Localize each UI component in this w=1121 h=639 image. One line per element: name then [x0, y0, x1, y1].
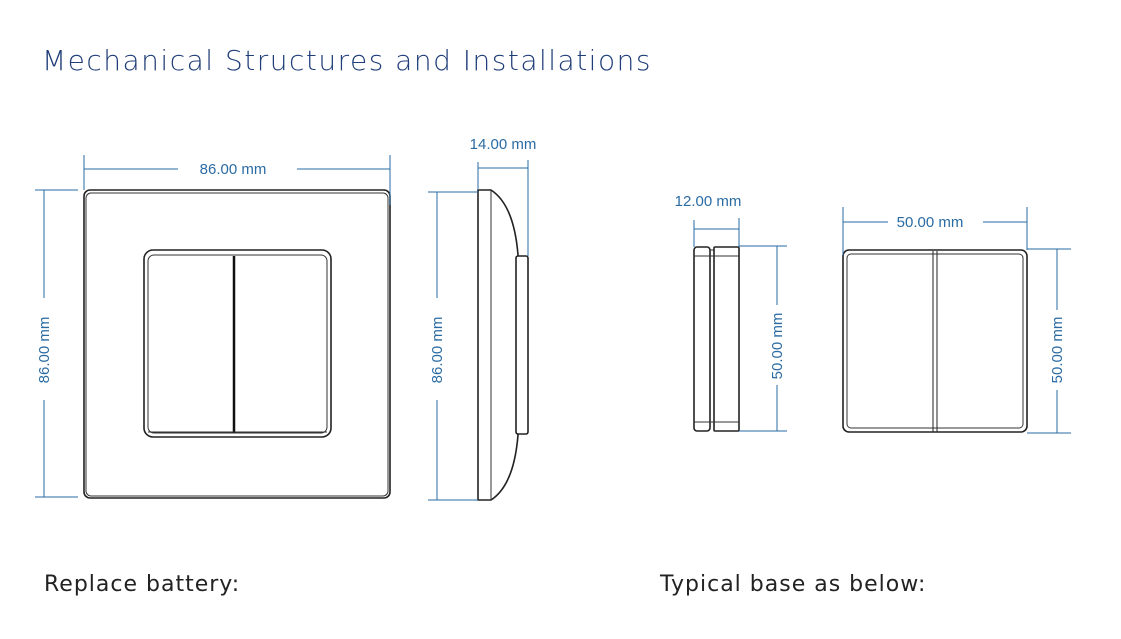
panel-side-height-label: 86.00 mm — [429, 317, 446, 384]
panel-depth-label: 14.00 mm — [470, 136, 537, 153]
module-side-height-dimension: 50.00 mm — [739, 245, 787, 432]
panel-height-label: 86.00 mm — [36, 317, 53, 384]
module-depth-dimension: 12.00 mm — [675, 193, 742, 247]
module-side-height-label: 50.00 mm — [769, 313, 786, 380]
module-height-dimension: 50.00 mm — [1027, 248, 1071, 434]
module-width-dimension: 50.00 mm — [842, 207, 1028, 255]
module-width-label: 50.00 mm — [897, 214, 964, 231]
module-height-label: 50.00 mm — [1049, 317, 1066, 384]
panel-side-view — [477, 189, 529, 501]
module-depth-label: 12.00 mm — [675, 193, 742, 210]
page-title: Mechanical Structures and Installations — [42, 44, 652, 77]
module-front-view — [842, 249, 1028, 433]
replace-battery-caption: Replace battery: — [44, 572, 240, 597]
panel-width-dimension: 86.00 mm — [83, 155, 391, 205]
typical-base-caption: Typical base as below: — [659, 572, 926, 597]
module-side-view — [693, 246, 740, 432]
panel-depth-dimension: 14.00 mm — [470, 136, 537, 256]
panel-front-view — [83, 189, 391, 499]
panel-side-height-dimension: 86.00 mm — [428, 191, 478, 501]
panel-height-dimension: 86.00 mm — [35, 189, 78, 498]
panel-width-label: 86.00 mm — [200, 161, 267, 178]
